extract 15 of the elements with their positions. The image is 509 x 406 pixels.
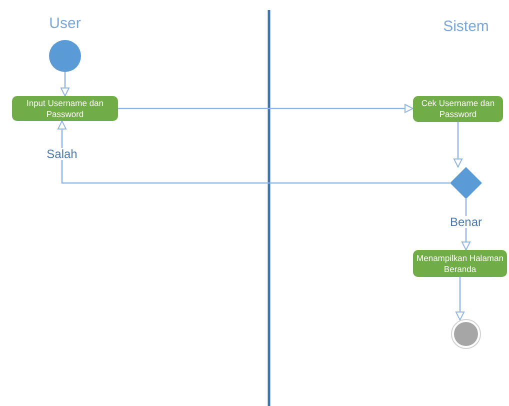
arrow	[60, 72, 70, 96]
arrow	[456, 277, 464, 320]
start-node	[49, 40, 81, 72]
decision-diamond	[450, 167, 482, 199]
action-box: Input Username dan Password	[12, 96, 118, 121]
action-box: Menampilkan Halaman Beranda	[413, 250, 507, 277]
edge-label: Salah	[44, 148, 80, 160]
arrow	[58, 120, 450, 184]
edge-label: Benar	[448, 216, 484, 228]
arrow	[454, 122, 462, 168]
action-box: Cek Username dan Password	[413, 96, 503, 122]
lane-title: Sistem	[443, 16, 489, 37]
lane-title: User	[49, 14, 81, 34]
arrow	[118, 104, 414, 113]
end-node	[452, 320, 480, 348]
